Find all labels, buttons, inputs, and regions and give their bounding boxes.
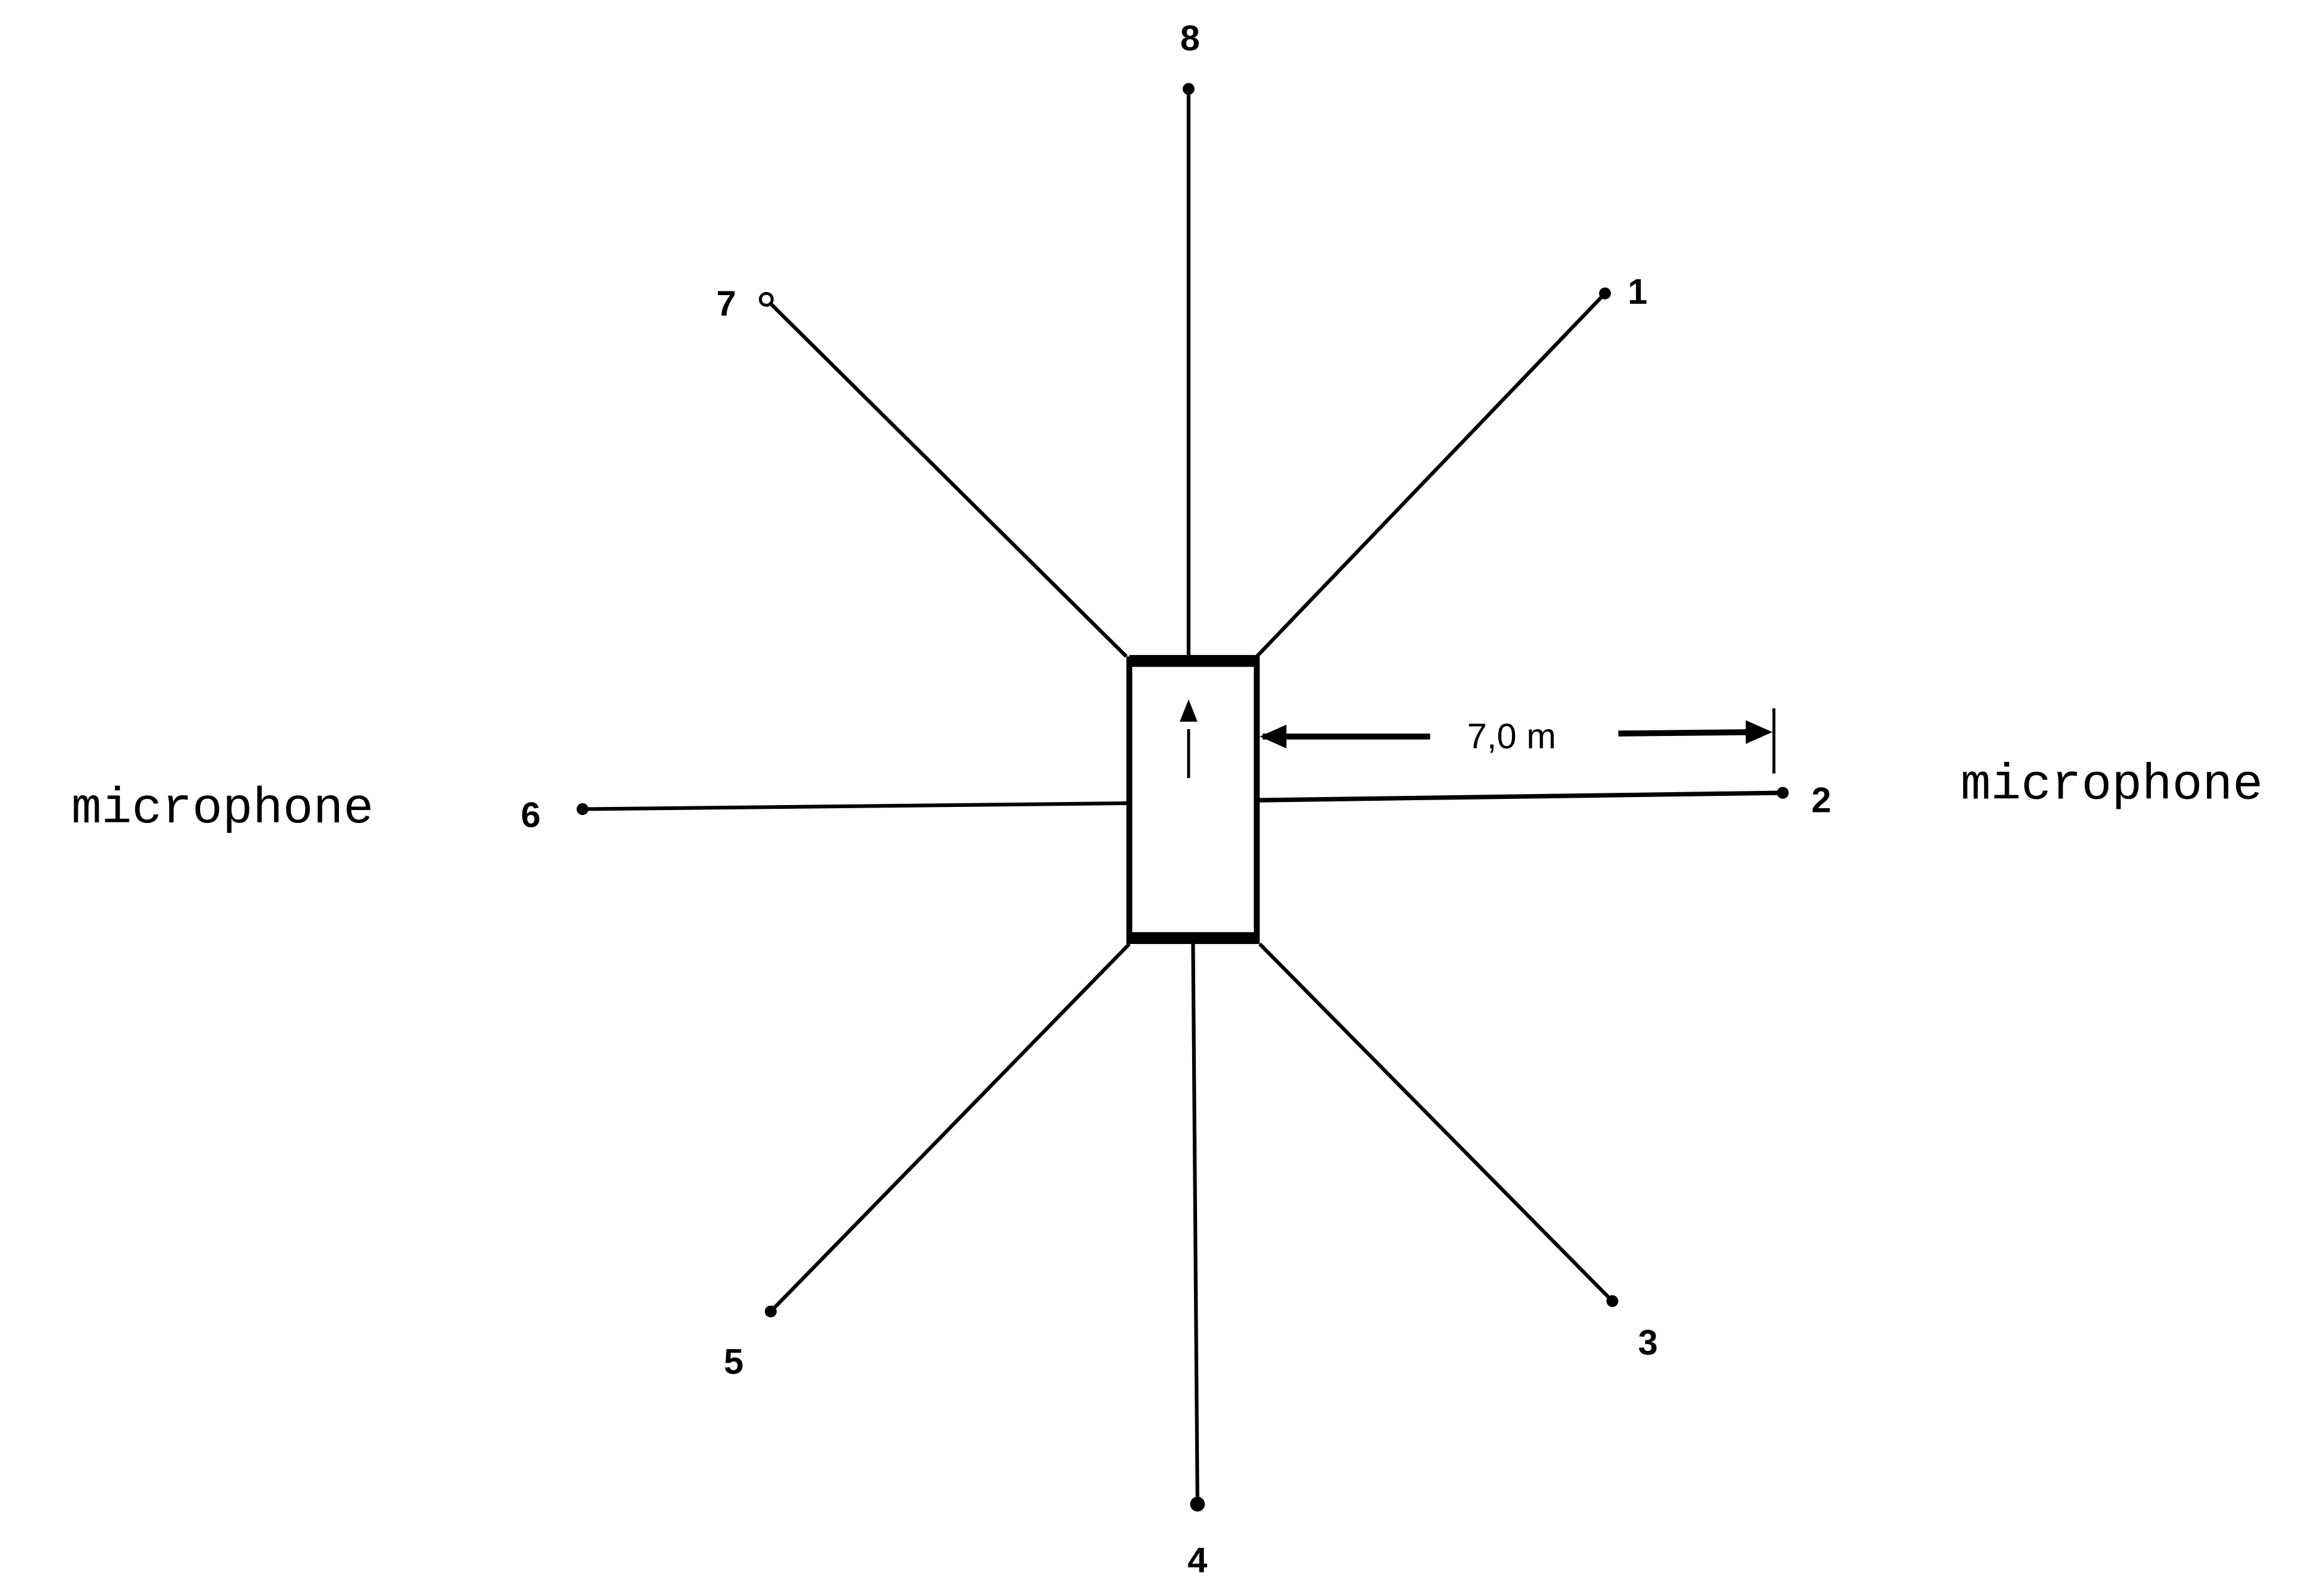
label-5: 5 <box>724 1342 743 1382</box>
direction-arrow-icon <box>1179 699 1198 722</box>
line-1 <box>1255 292 1606 658</box>
label-1: 1 <box>1628 272 1648 312</box>
right-microphone-label: microphone <box>1961 757 2263 814</box>
point-8 <box>1182 83 1195 95</box>
line-7 <box>765 298 1128 658</box>
point-5 <box>764 1305 777 1318</box>
label-4: 4 <box>1188 1541 1208 1581</box>
distance-label: 7,0 m <box>1467 717 1556 756</box>
line-6 <box>582 801 1130 811</box>
distance-dimension: 7,0 m <box>1259 708 1776 774</box>
point-6 <box>577 803 589 816</box>
label-6: 6 <box>521 795 541 835</box>
label-7: 7 <box>716 284 736 324</box>
vehicle-box <box>1126 656 1260 944</box>
line-2 <box>1256 790 1783 803</box>
line-4 <box>1191 943 1200 1505</box>
point-1 <box>1599 287 1611 299</box>
point-4 <box>1190 1497 1205 1512</box>
label-8: 8 <box>1180 19 1200 59</box>
point-2 <box>1777 787 1789 799</box>
left-microphone-label: microphone <box>72 780 374 838</box>
line-3 <box>1258 942 1614 1303</box>
point-3 <box>1606 1295 1619 1307</box>
label-2: 2 <box>1811 780 1831 820</box>
point-7 <box>759 291 774 307</box>
line-5 <box>769 942 1131 1313</box>
label-3: 3 <box>1638 1323 1658 1363</box>
